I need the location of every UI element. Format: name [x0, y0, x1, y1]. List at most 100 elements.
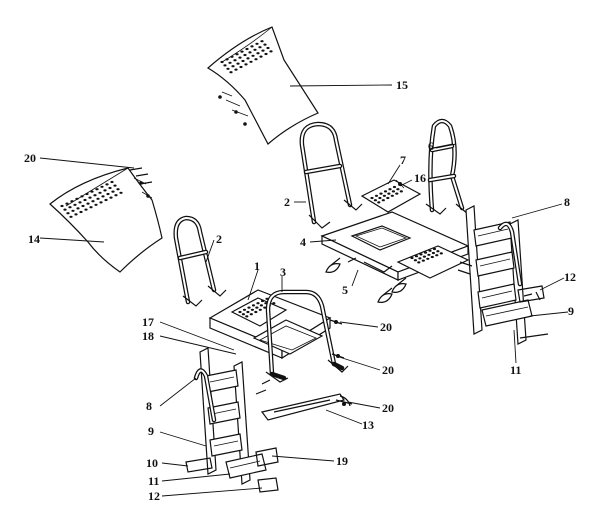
- perforation-hole: [238, 56, 242, 59]
- perforation-hole: [373, 199, 377, 202]
- perforation-hole: [422, 255, 426, 258]
- perforation-hole: [413, 259, 417, 262]
- perforation-hole: [374, 194, 379, 197]
- perforation-hole: [70, 200, 74, 203]
- perforation-hole: [428, 249, 432, 252]
- perforation-hole: [230, 55, 234, 58]
- perforation-hole: [114, 194, 118, 197]
- perforation-hole: [399, 190, 403, 193]
- perforation-hole: [69, 215, 73, 218]
- perforation-hole: [390, 194, 394, 197]
- perforation-hole: [242, 308, 247, 311]
- perforation-hole: [427, 253, 431, 256]
- perforation-hole: [119, 191, 123, 194]
- label-7: 7: [400, 153, 406, 167]
- perforation-hole: [105, 183, 109, 186]
- handrail-3: [265, 289, 349, 383]
- perforation-hole: [435, 254, 439, 257]
- perforation-hole: [378, 196, 382, 200]
- label-2-left: 2: [216, 232, 222, 246]
- perforation-hole: [258, 46, 262, 49]
- perforation-hole: [247, 306, 251, 309]
- perforation-hole: [245, 315, 249, 318]
- perforation-hole: [395, 192, 399, 195]
- perforation-hole: [241, 313, 245, 316]
- label-8-right: 8: [564, 195, 570, 209]
- perforation-hole: [248, 51, 252, 54]
- perforation-hole: [249, 313, 253, 316]
- label-20-bottom: 20: [382, 401, 394, 415]
- perforation-hole: [410, 256, 414, 260]
- perforation-hole: [63, 208, 67, 211]
- perforation-hole: [101, 195, 105, 198]
- perforation-hole: [103, 189, 107, 192]
- perforation-hole: [81, 204, 85, 208]
- label-11-right: 11: [510, 363, 521, 377]
- perforation-hole: [246, 310, 250, 314]
- perforation-hole: [233, 59, 237, 62]
- perforation-hole: [236, 62, 240, 65]
- label-20-mid: 20: [380, 320, 392, 334]
- perforation-hole: [243, 53, 247, 57]
- label-10: 10: [146, 456, 158, 470]
- perforation-hole: [417, 261, 421, 264]
- perforation-hole: [259, 304, 263, 307]
- perforation-hole: [269, 50, 273, 53]
- perforation-hole: [250, 308, 254, 311]
- perforation-hole: [60, 204, 64, 208]
- perforation-hole: [383, 190, 388, 193]
- label-11-left: 11: [148, 474, 159, 488]
- label-9-right: 9: [568, 304, 574, 318]
- perforation-hole: [256, 302, 260, 305]
- perforation-hole: [430, 255, 434, 259]
- perforation-hole: [235, 53, 239, 56]
- perforation-hole: [94, 203, 98, 206]
- perforation-hole: [226, 67, 230, 70]
- perforation-hole: [108, 186, 112, 190]
- perforation-hole: [96, 197, 100, 200]
- perforation-hole: [439, 252, 443, 255]
- perforation-hole: [396, 188, 400, 191]
- perforation-hole: [381, 199, 385, 202]
- perforation-hole: [255, 306, 259, 309]
- perforation-hole: [386, 196, 390, 200]
- perforation-hole: [88, 196, 92, 199]
- handrail-2-upper: [299, 121, 363, 229]
- perforation-hole: [91, 200, 95, 203]
- perforation-hole: [387, 192, 391, 195]
- label-13: 13: [362, 418, 374, 432]
- perforation-hole: [239, 65, 243, 69]
- perforation-hole: [231, 65, 235, 68]
- label-3: 3: [280, 265, 286, 279]
- perforation-hole: [431, 251, 435, 255]
- fender-panel-15: [206, 26, 319, 145]
- perforation-hole: [246, 57, 250, 60]
- label-8-left: 8: [146, 399, 152, 413]
- perforation-hole: [266, 46, 270, 50]
- perforation-hole: [223, 64, 227, 67]
- perforation-hole: [254, 58, 258, 61]
- perforation-hole: [260, 299, 265, 303]
- perforation-hole: [80, 195, 84, 198]
- perforation-hole: [245, 47, 249, 51]
- perforation-hole: [421, 259, 425, 262]
- perforation-hole: [418, 257, 422, 260]
- perforation-hole: [391, 190, 395, 193]
- perforation-hole: [259, 55, 263, 58]
- label-19: 19: [336, 454, 348, 468]
- perforation-hole: [432, 247, 437, 251]
- label-2-upper: 2: [284, 195, 290, 209]
- perforation-hole: [220, 60, 224, 64]
- perforation-hole: [93, 194, 97, 197]
- perforation-hole: [423, 251, 428, 254]
- part-labels: 15 20 14 2 2 6 7 16 4 5 8 12 9 11 1 3 17…: [24, 78, 576, 503]
- plate-7: [360, 179, 422, 213]
- perforation-hole: [419, 253, 423, 256]
- perforation-hole: [234, 68, 238, 71]
- label-18: 18: [142, 329, 154, 343]
- perforation-hole: [100, 185, 104, 188]
- perforation-hole: [106, 192, 110, 196]
- perforation-hole: [98, 191, 102, 194]
- perforation-hole: [86, 202, 90, 205]
